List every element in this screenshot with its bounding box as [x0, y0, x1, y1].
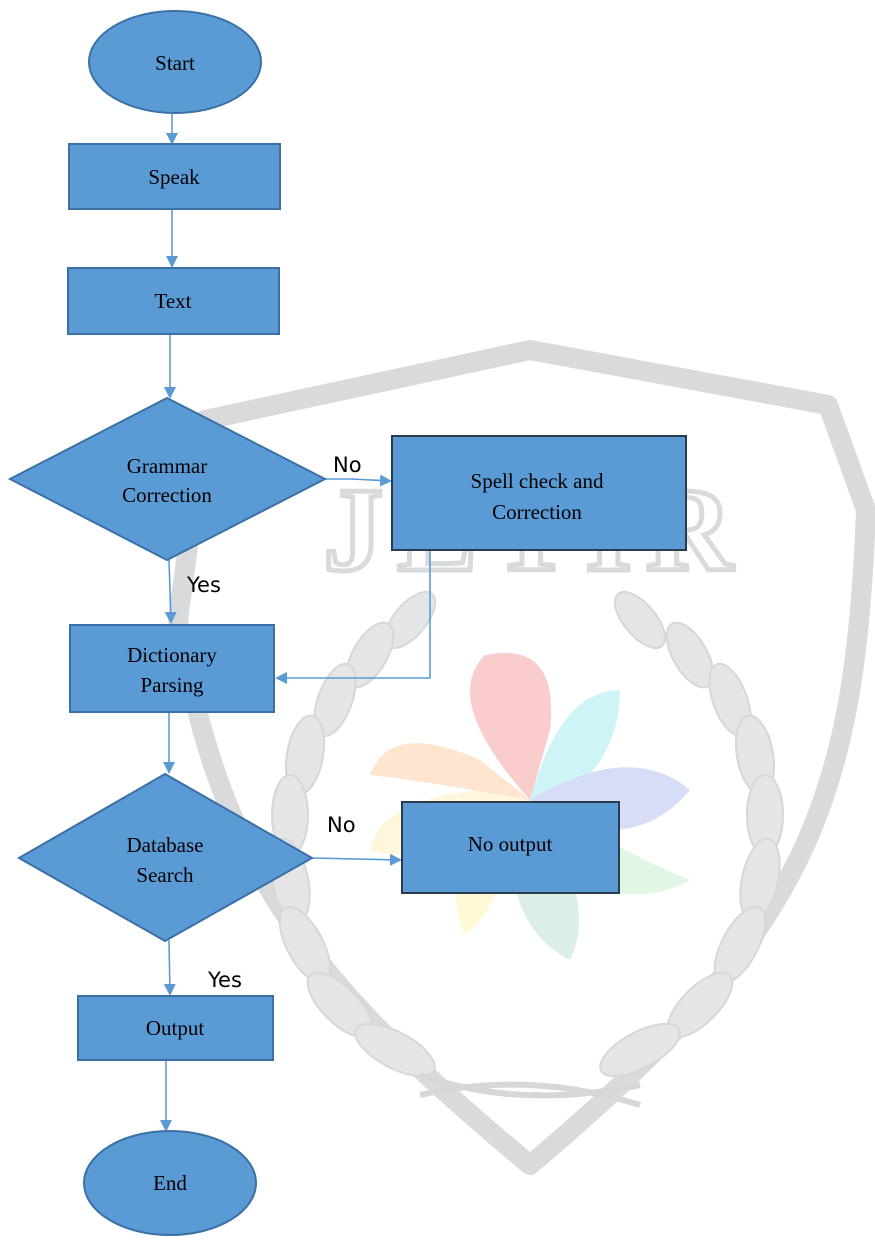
node-database-label-1: Database: [127, 833, 204, 857]
node-spell-check: Spell check and Correction: [391, 435, 687, 551]
node-dictionary: Dictionary Parsing: [69, 624, 275, 713]
node-speak-label: Speak: [148, 165, 200, 189]
node-grammar-label-1: Grammar: [127, 454, 207, 478]
edge-label-grammar-yes: Yes: [186, 573, 221, 597]
node-text: Text: [67, 267, 280, 335]
node-grammar-label-2: Correction: [122, 483, 212, 507]
edge-label-grammar-no: No: [333, 453, 362, 477]
node-speak: Speak: [68, 143, 281, 210]
node-database-decision: Database Search: [16, 772, 315, 943]
node-output: Output: [77, 995, 274, 1061]
edge-grammar-dictionary: [164, 559, 177, 624]
edge-database-nooutput: [311, 853, 402, 866]
edge-grammar-spell: [324, 474, 392, 487]
node-no-output: No output: [401, 801, 620, 894]
edge-spell-dictionary: [275, 551, 431, 684]
node-dictionary-label-2: Parsing: [141, 673, 205, 697]
node-database-label-2: Search: [136, 863, 194, 887]
watermark-laurel-icon: [269, 590, 784, 1108]
node-start: Start: [88, 10, 262, 114]
node-dictionary-label-1: Dictionary: [127, 643, 217, 667]
node-spell-label-2: Correction: [492, 500, 582, 524]
node-text-label: Text: [154, 289, 191, 313]
node-output-label: Output: [146, 1016, 205, 1040]
node-spell-label-1: Spell check and: [471, 469, 604, 493]
edge-database-output: [163, 939, 176, 996]
node-end-label: End: [153, 1171, 187, 1195]
edge-label-database-yes: Yes: [207, 968, 242, 992]
node-grammar-decision: Grammar Correction: [7, 396, 328, 562]
node-end: End: [83, 1130, 257, 1236]
node-start-label: Start: [155, 51, 195, 75]
connectors: [160, 114, 431, 1132]
edge-label-database-no: No: [327, 813, 356, 837]
node-no-output-label: No output: [468, 832, 553, 856]
